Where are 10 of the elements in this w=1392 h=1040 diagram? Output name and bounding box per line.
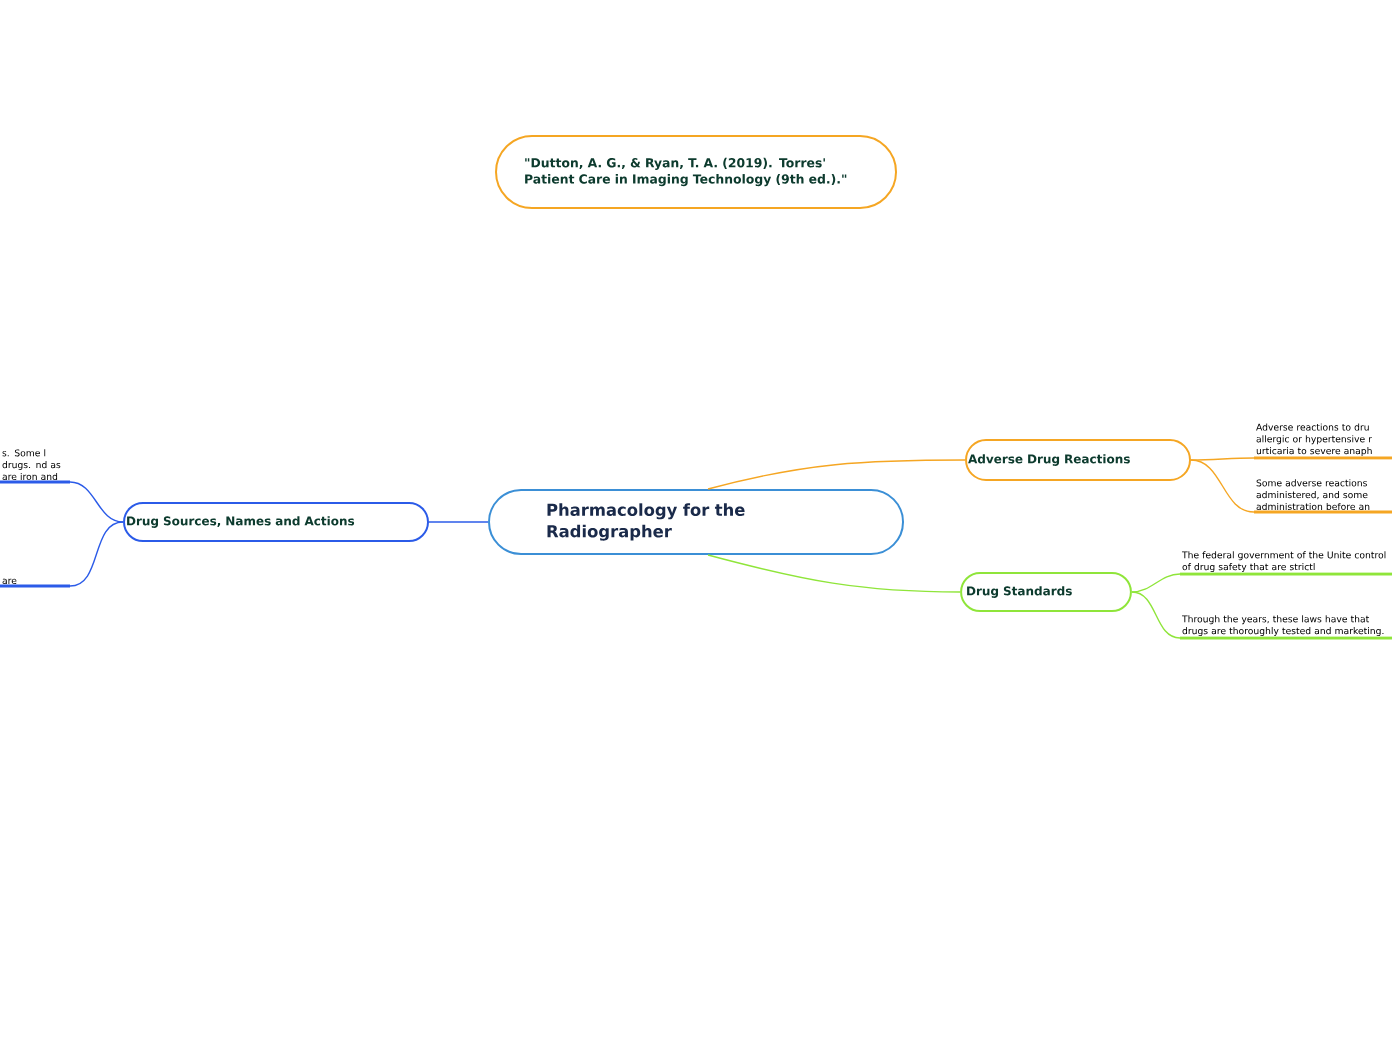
connector-line [1190, 457, 1255, 461]
connector-line [69, 521, 124, 587]
connector-line [707, 554, 961, 593]
central-topic-box: Pharmacology for the Radiographer [488, 489, 904, 555]
connector-line [1131, 573, 1181, 593]
connector-line [1190, 459, 1255, 513]
connector-line [707, 459, 966, 490]
connector-line [1131, 591, 1181, 639]
connector-line [428, 521, 489, 523]
connector-line [69, 481, 124, 523]
